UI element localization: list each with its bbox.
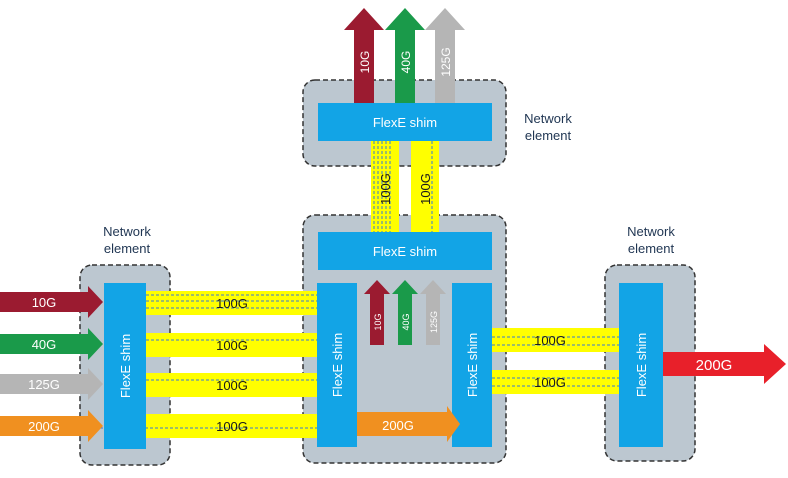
top-output-125g-label: 125G [439,47,453,76]
right-flexe-shim [619,283,663,447]
left-link-2 [146,333,318,357]
right-link-2 [492,370,619,394]
right-link-2-label: 100G [534,375,566,390]
left-flexe-shim [104,283,146,449]
inner-output-10g-arrow: 10G [364,280,390,345]
right-network-element-label-line2: element [628,241,675,256]
left-network-element-label-line1: Network [103,224,151,239]
top-output-10g-arrow: 10G [344,8,384,103]
left-network-element-label-line2: element [104,241,151,256]
top-network-element-label-line1: Network [524,111,572,126]
top-output-40g-arrow: 40G [385,8,425,103]
inner-output-40g-arrow: 40G [392,280,418,345]
input-200g-arrow: 200G [0,410,103,442]
center-top-flexe-shim [318,232,492,270]
left-flexe-shim-label: FlexE shim [118,334,133,398]
top-output-40g-label: 40G [399,51,413,74]
vertical-link-1-label: 100G [378,173,393,205]
center-right-flexe-shim-label: FlexE shim [465,333,480,397]
output-200g-arrow: 200G [663,344,786,384]
output-200g-label: 200G [696,357,733,374]
input-40g-arrow: 40G [0,328,103,360]
input-200g-label: 200G [28,419,60,434]
right-link-1 [492,328,619,352]
inner-200g-label: 200G [382,418,414,433]
right-link-1-label: 100G [534,333,566,348]
input-10g-label: 10G [32,295,57,310]
inner-output-10g-label: 10G [373,313,383,330]
center-top-flexe-shim-label: FlexE shim [373,244,437,259]
vertical-link-1 [371,141,399,233]
inner-output-125g-arrow: 125G [420,280,446,345]
top-output-125g-arrow: 125G [425,8,465,103]
left-link-1-label: 100G [216,296,248,311]
inner-output-125g-label: 125G [429,311,439,333]
top-flexe-shim [318,103,492,141]
left-link-4 [146,414,318,438]
left-link-3 [146,373,318,397]
inner-200g-arrow: 200G [357,406,460,442]
vertical-link-2-label: 100G [418,173,433,205]
center-left-flexe-shim-label: FlexE shim [330,333,345,397]
input-10g-arrow: 10G [0,286,103,318]
right-network-element-label-line1: Network [627,224,675,239]
right-flexe-shim-label: FlexE shim [634,333,649,397]
input-125g-arrow: 125G [0,368,103,400]
input-125g-label: 125G [28,377,60,392]
vertical-link-dashes [373,141,433,233]
top-network-element-label-line2: element [525,128,572,143]
top-output-10g-label: 10G [358,51,372,74]
vertical-link-2 [411,141,439,233]
center-left-flexe-shim [317,283,357,447]
top-flexe-shim-label: FlexE shim [373,115,437,130]
center-right-flexe-shim [452,283,492,447]
left-link-2-label: 100G [216,338,248,353]
left-link-3-label: 100G [216,378,248,393]
input-40g-label: 40G [32,337,57,352]
inner-output-40g-label: 40G [401,313,411,330]
right-link-dashes [492,336,619,387]
left-link-4-label: 100G [216,419,248,434]
